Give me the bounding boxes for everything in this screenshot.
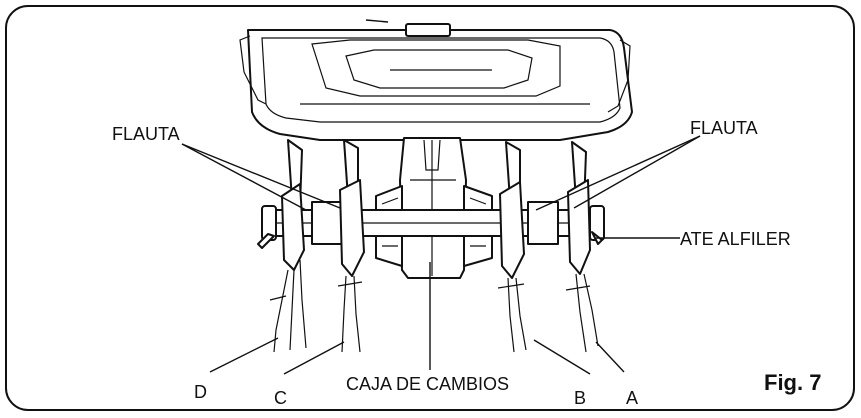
tine-set-c xyxy=(337,139,365,353)
tine-set-d xyxy=(269,139,307,353)
label-flauta-right: FLAUTA xyxy=(690,118,758,138)
label-b: B xyxy=(574,388,586,408)
label-ate-alfiler: ATE ALFILER xyxy=(680,229,791,249)
tine-set-b xyxy=(497,141,527,353)
label-c: C xyxy=(274,388,287,408)
gearbox xyxy=(375,137,493,279)
label-d: D xyxy=(194,382,207,402)
top-mark xyxy=(365,19,389,23)
leader-lines xyxy=(181,135,701,375)
tiller-housing xyxy=(239,23,633,141)
label-flauta-left: FLAUTA xyxy=(112,124,180,144)
figure-caption: Fig. 7 xyxy=(764,370,821,395)
tine-set-a xyxy=(565,141,599,353)
label-caja-de-cambios: CAJA DE CAMBIOS xyxy=(346,374,509,394)
figure-frame xyxy=(5,5,855,411)
label-a: A xyxy=(626,388,638,408)
